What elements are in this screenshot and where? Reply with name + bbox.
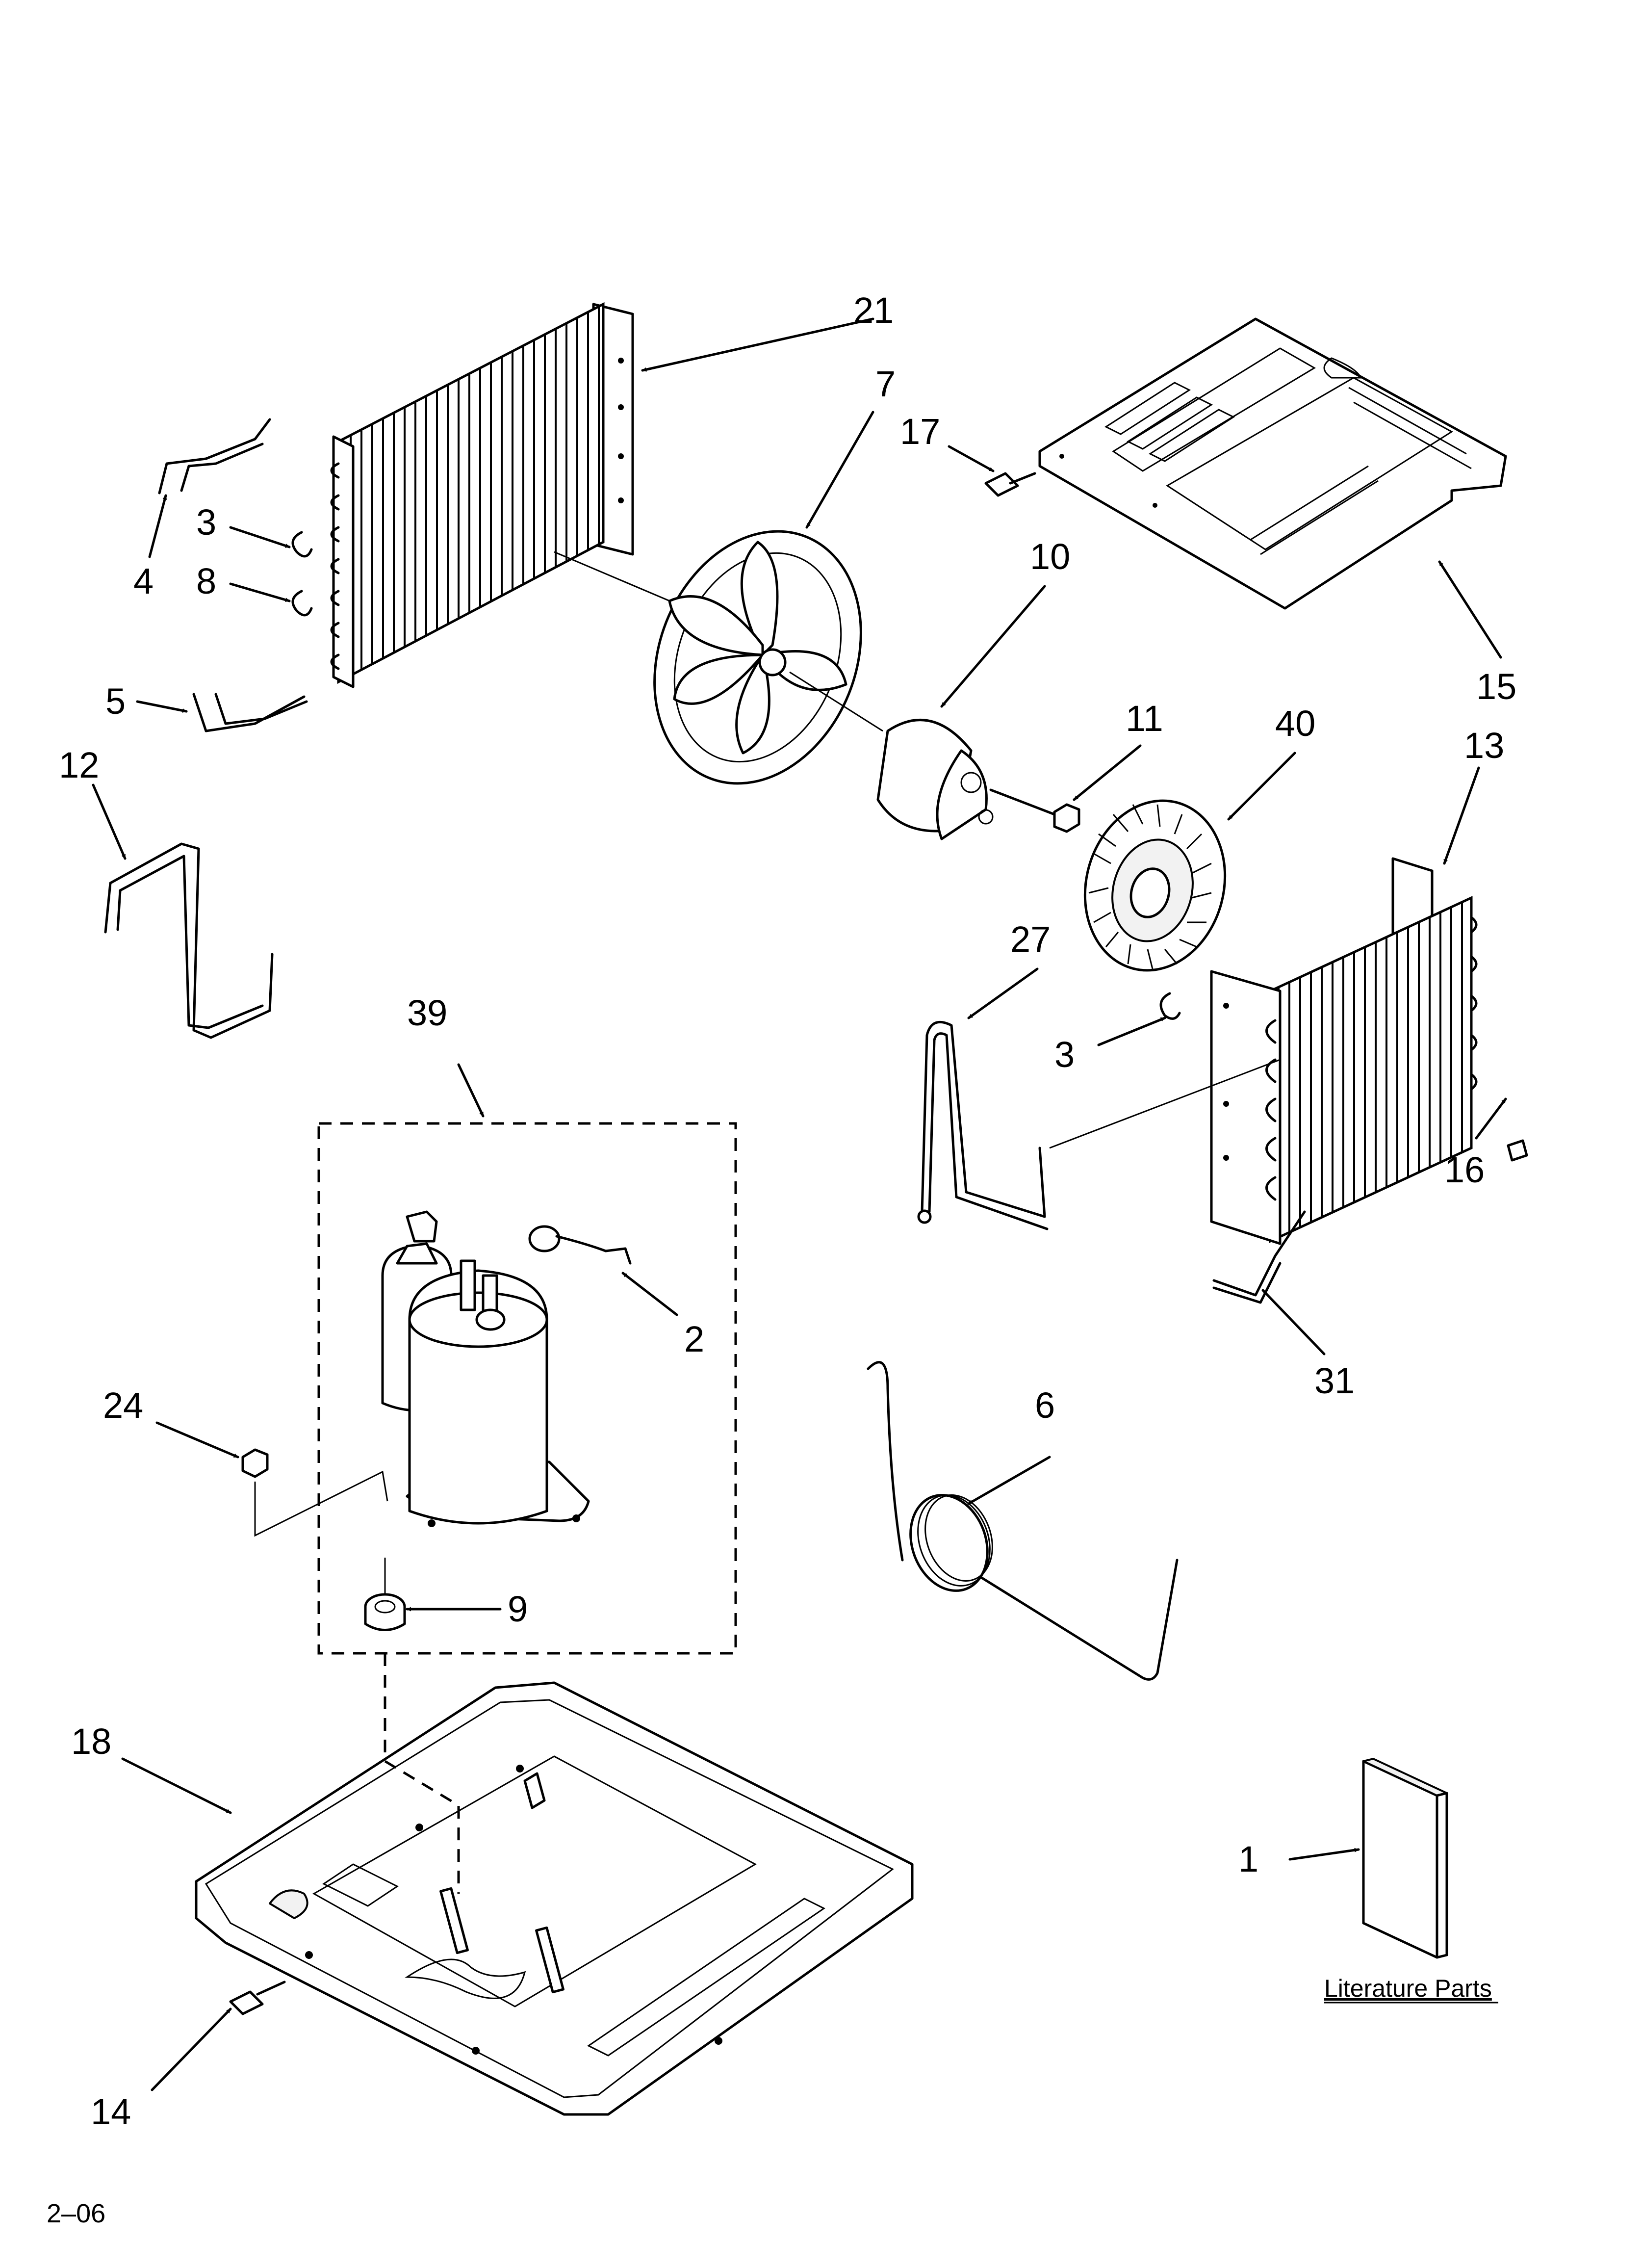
callout-17: 17 (900, 411, 940, 452)
callout-7: 7 (875, 364, 896, 404)
callout-9: 9 (508, 1589, 528, 1629)
callout-3: 3 (1054, 1034, 1075, 1075)
callout-27: 27 (1010, 919, 1051, 960)
top-cover-plate (1038, 317, 1507, 610)
callout-18: 18 (71, 1721, 111, 1762)
callout-4: 4 (133, 561, 154, 601)
callout-12: 12 (59, 745, 99, 785)
blower-wheel (1083, 799, 1227, 972)
callout-1: 1 (1238, 1839, 1258, 1879)
refrigerant-tube (104, 842, 274, 1039)
overload-protector (528, 1225, 632, 1265)
capillary-tube (867, 1361, 1179, 1681)
callout-11: 11 (1126, 698, 1163, 739)
compressor (381, 1210, 590, 1527)
evaporator-coil (1210, 857, 1478, 1245)
fan-blade (653, 530, 862, 785)
callout-31: 31 (1314, 1360, 1355, 1401)
literature-booklet (1362, 1758, 1448, 1959)
callout-21: 21 (853, 290, 894, 331)
base-pan (195, 1653, 914, 2116)
callout-2: 2 (684, 1319, 704, 1359)
leader-lines (92, 317, 1507, 2091)
callout-5: 5 (105, 681, 126, 722)
callout-10: 10 (1030, 536, 1070, 577)
clip-sensor (1507, 1139, 1528, 1162)
literature-parts-label: Literature Parts (1324, 1975, 1492, 2002)
screw-base (229, 1981, 286, 2015)
callout-24: 24 (103, 1385, 143, 1426)
compressor-nut (241, 1448, 388, 1537)
callout-6: 6 (1035, 1385, 1055, 1426)
callout-8: 8 (196, 561, 216, 601)
callout-14: 14 (91, 2091, 131, 2132)
tube-lower (192, 693, 308, 732)
clip-lower (291, 590, 313, 617)
screw-top (984, 472, 1036, 497)
grommet (364, 1558, 406, 1631)
hex-nut (1053, 803, 1080, 833)
fan-motor (789, 671, 1056, 840)
bent-tube (1212, 1210, 1306, 1304)
tube-upper (158, 418, 271, 495)
compressor-assembly-frame (317, 1122, 737, 1655)
callout-40: 40 (1275, 703, 1315, 744)
callout-16: 16 (1444, 1149, 1485, 1190)
callout-15: 15 (1476, 666, 1516, 707)
condenser-coil (330, 302, 815, 688)
footer-code: 2–06 (47, 2199, 105, 2228)
callout-3: 3 (196, 502, 216, 543)
sensor-tube (917, 1020, 1281, 1230)
callout-13: 13 (1464, 725, 1504, 766)
callout-39: 39 (407, 992, 447, 1033)
clip-evaporator (1159, 992, 1181, 1020)
clip-upper (291, 531, 313, 558)
